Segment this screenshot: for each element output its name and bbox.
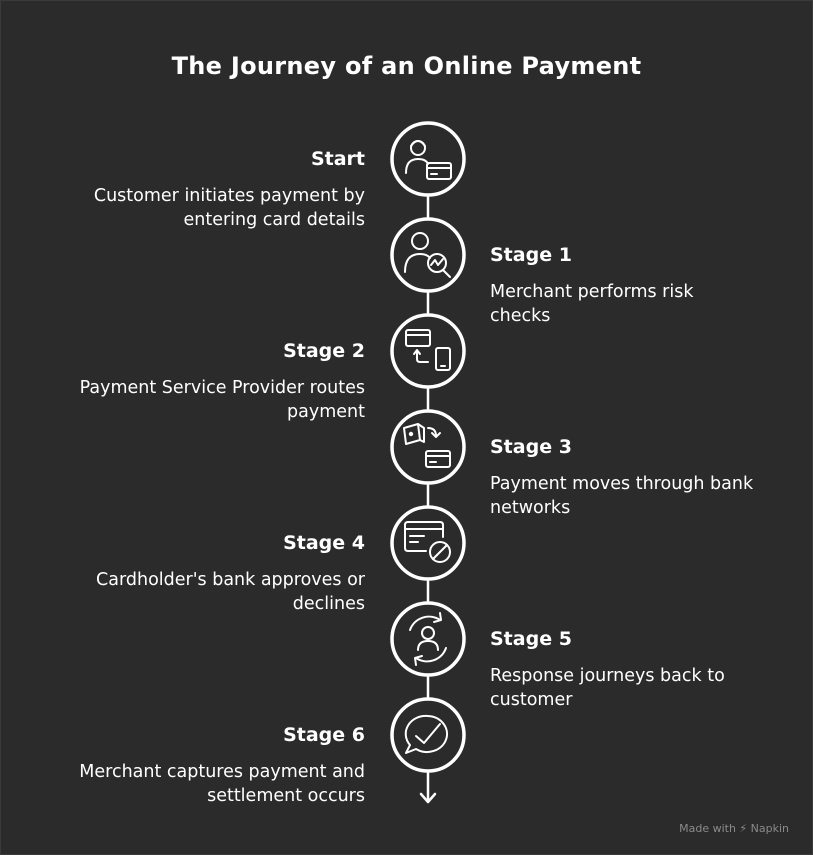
stage-label: Stage 1 (490, 244, 572, 266)
stage-6: Stage 6 Merchant captures payment and se… (65, 722, 365, 808)
stage-description: Merchant captures payment and settlement… (79, 762, 365, 806)
stage-node-6 (390, 697, 466, 773)
stage-node-start (390, 121, 466, 197)
wallet-transfer-icon (403, 423, 451, 468)
stage-2: Stage 2 Payment Service Provider routes … (65, 338, 365, 424)
user-risk-check-icon (404, 232, 451, 278)
stage-3: Stage 3 Payment moves through bank netwo… (490, 434, 790, 520)
stage-node-5 (390, 601, 466, 677)
stage-label: Stage 6 (283, 724, 365, 746)
page-title: The Journey of an Online Payment (171, 52, 642, 80)
stage-description: Merchant performs risk checks (490, 282, 694, 326)
napkin-watermark: Made with ⚡ Napkin (679, 822, 789, 835)
stage-label: Stage 2 (283, 340, 365, 362)
stage-label: Start (310, 148, 365, 170)
stage-4: Stage 4 Cardholder's bank approves or de… (65, 530, 365, 616)
stage-description: Response journeys back to customer (490, 666, 725, 710)
stage-description: Customer initiates payment by entering c… (93, 186, 365, 230)
timeline-arrowhead (419, 792, 437, 804)
stage-description: Payment Service Provider routes payment (79, 378, 365, 422)
stage-node-3 (390, 409, 466, 485)
stage-start: Start Customer initiates payment by ente… (65, 146, 365, 232)
stage-label: Stage 3 (490, 436, 572, 458)
stage-5: Stage 5 Response journeys back to custom… (490, 626, 790, 712)
stage-node-4 (390, 505, 466, 581)
user-cycle-icon (409, 612, 447, 666)
stage-node-1 (390, 217, 466, 293)
stage-description: Payment moves through bank networks (490, 474, 754, 518)
card-to-phone-routing-icon (405, 329, 451, 371)
stage-label: Stage 5 (490, 628, 572, 650)
stage-node-2 (390, 313, 466, 389)
stage-1: Stage 1 Merchant performs risk checks (490, 242, 790, 328)
customer-card-icon (405, 140, 452, 180)
stage-description: Cardholder's bank approves or declines (96, 570, 365, 614)
chat-check-icon (404, 714, 448, 754)
stage-label: Stage 4 (283, 532, 365, 554)
card-declined-icon (404, 521, 451, 563)
